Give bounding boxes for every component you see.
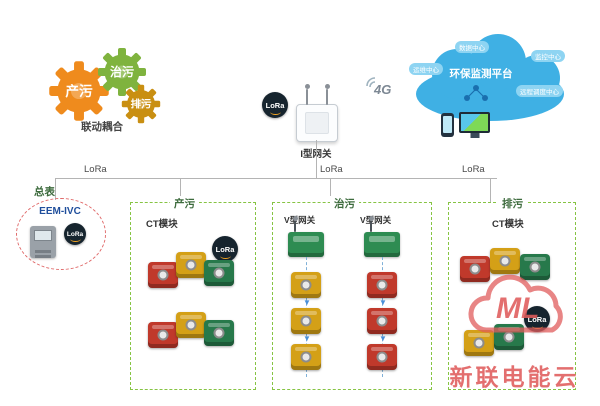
- 4g-signal-icon: 4G: [366, 77, 391, 97]
- zone-paiwu-lora-label: LoRa: [527, 314, 547, 324]
- i-type-gateway-label: I型网关: [288, 146, 344, 160]
- ct-module-green: [204, 260, 234, 286]
- gear-zhiwu-icon: 治污: [98, 48, 146, 96]
- ct-module-red: [367, 344, 397, 370]
- gateway-face: [305, 112, 329, 134]
- ct-module-red: [460, 256, 490, 282]
- gears-caption: 联动耦合: [81, 121, 123, 133]
- cloud-platform-title: 环保监测平台: [449, 68, 513, 80]
- phone-icon: [441, 113, 454, 137]
- ct-module-green: [520, 254, 550, 280]
- ct-module-yellow: [490, 248, 520, 274]
- zhiwu-drop-line: [330, 178, 331, 202]
- v-type-gateway-device: [288, 216, 324, 257]
- ct-module-red: [367, 308, 397, 334]
- cloud-bubble-monitor-center: 监控中心: [531, 50, 565, 62]
- monitor-icon: [459, 112, 490, 133]
- antenna-icon: [304, 84, 310, 105]
- cloud-bubble-data-center: 数据中心: [455, 41, 489, 53]
- down-arrow-icon: ▼: [303, 298, 311, 307]
- ct-module-yellow: [176, 252, 206, 278]
- gateway-lora-label: LoRa: [265, 100, 285, 110]
- antenna-icon: [368, 216, 374, 232]
- meter-zone-label: 总表: [34, 186, 55, 198]
- paiwu-drop-line: [490, 178, 491, 202]
- watermark-cloud-icon: ML: [468, 274, 563, 333]
- meter-lora-badge: LoRa: [64, 223, 86, 245]
- zone-zhiwu-label: 治污: [330, 196, 359, 211]
- meter-drop-line: [55, 178, 56, 200]
- ct-module-yellow: [176, 312, 206, 338]
- lora-bus-line: [55, 178, 497, 179]
- ct-module-yellow: [291, 272, 321, 298]
- antenna-icon: [324, 84, 330, 105]
- watermark: ML 新联电能云: [432, 266, 597, 402]
- down-arrow-icon: ▼: [303, 334, 311, 343]
- v-gateway-b-label: V型网关: [360, 215, 392, 225]
- meter-lora-label: LoRa: [66, 230, 84, 238]
- bus-lora-label-center: LoRa: [320, 164, 343, 175]
- ct-module-red: [367, 272, 397, 298]
- chanwu-drop-line: [180, 178, 181, 202]
- watermark-logo: ML: [496, 292, 539, 325]
- gear-chanwu-icon: 产污: [49, 61, 109, 121]
- gateway-drop-line: [316, 140, 317, 178]
- gear-paiwu-icon: 排污: [121, 84, 161, 124]
- cloud-bubble-dispatch-center: 远程调度中心: [516, 85, 563, 97]
- 4g-label: 4G: [373, 82, 391, 97]
- cloud-bubble-ops-center: 运维中心: [409, 63, 443, 75]
- zone-chanwu-lora-label: LoRa: [215, 244, 235, 254]
- zone-chanwu-lora-badge: LoRa: [212, 236, 238, 262]
- v-gateway-a-label: V型网关: [284, 215, 316, 225]
- users-network-icon: [464, 85, 488, 101]
- ct-module-red: [148, 262, 178, 288]
- meter-model-label: EEM-IVC: [39, 206, 81, 217]
- ct-module-green: [204, 320, 234, 346]
- down-arrow-icon: ▼: [379, 334, 387, 343]
- ct-module-yellow: [291, 308, 321, 334]
- i-type-gateway-device: [296, 84, 338, 142]
- ct-module-yellow: [464, 330, 494, 356]
- meter-zone-boundary: [16, 198, 106, 270]
- watermark-text: 新联电能云: [449, 364, 580, 390]
- bus-lora-label-left: LoRa: [84, 164, 107, 175]
- bus-lora-label-right: LoRa: [462, 164, 485, 175]
- zone-paiwu-ct-label: CT模块: [492, 219, 524, 230]
- electric-meter-icon: [30, 226, 56, 258]
- gear-paiwu-label: 排污: [131, 98, 152, 111]
- gear-chanwu-label: 产污: [65, 83, 93, 99]
- v-type-gateway-device: [364, 216, 400, 257]
- zone-chanwu-label: 产污: [170, 196, 199, 211]
- zone-paiwu-label: 排污: [498, 196, 527, 211]
- zone-chanwu-boundary: [130, 202, 256, 390]
- antenna-icon: [292, 216, 298, 232]
- down-arrow-icon: ▼: [379, 298, 387, 307]
- gear-zhiwu-label: 治污: [110, 64, 134, 79]
- ct-module-yellow: [291, 344, 321, 370]
- ct-module-red: [148, 322, 178, 348]
- zone-chanwu-ct-label: CT模块: [146, 219, 178, 230]
- gateway-lora-badge: LoRa: [262, 92, 288, 118]
